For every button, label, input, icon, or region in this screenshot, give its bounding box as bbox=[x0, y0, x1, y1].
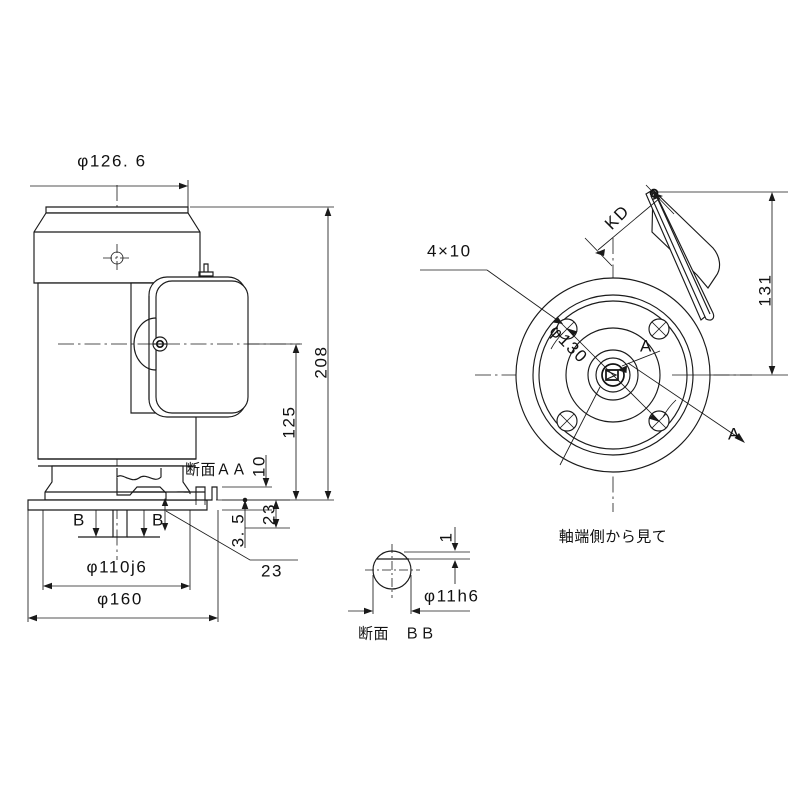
top-cover-plate bbox=[45, 206, 189, 214]
terminal-box-body-upper bbox=[651, 188, 721, 289]
hub-circle bbox=[587, 349, 639, 401]
dim-131-arrow-top bbox=[768, 192, 776, 201]
dim-208-arrow-bot bbox=[324, 491, 332, 500]
label-4x10: 4×10 bbox=[427, 241, 472, 260]
dim-11h6-arrow-r bbox=[411, 607, 420, 615]
shaft-end-view: 4×10 φ130 A A KD bbox=[420, 184, 788, 546]
dim-kd-arrow-a bbox=[595, 249, 605, 256]
section-bb-caption: 断面 ＢＢ bbox=[358, 625, 436, 643]
dim-160-arrow-r bbox=[209, 614, 218, 622]
dim-130-arc-b bbox=[662, 399, 677, 418]
dim-kd-ext-b bbox=[645, 184, 675, 215]
leader-23-text: 23 bbox=[261, 561, 283, 580]
shaft-collar-circle bbox=[595, 357, 631, 393]
side-elevation-view: B B 23 断面ＡＡ φ126. 6 208 125 10 bbox=[27, 151, 334, 622]
section-a-label-top: A bbox=[640, 336, 653, 355]
section-a-arrow-center bbox=[617, 365, 627, 373]
dim-130-arc-a bbox=[550, 332, 564, 350]
section-a-arrow-lower bbox=[734, 433, 745, 443]
dim-35-text: 3. 5 bbox=[228, 513, 247, 548]
dim-110-text: φ110j6 bbox=[87, 557, 148, 576]
dim-110-arrow-l bbox=[43, 582, 52, 590]
dim-160-arrow-l bbox=[28, 614, 37, 622]
dim-kd-line bbox=[597, 197, 661, 251]
dim-kd-ext-a bbox=[584, 237, 613, 267]
leader-23-head-up bbox=[161, 498, 169, 506]
section-bb-detail: 1 φ11h6 断面 ＢＢ bbox=[348, 527, 480, 643]
dim-35-origin-dot bbox=[242, 497, 248, 503]
dim-11h6-arrow-l bbox=[364, 607, 373, 615]
flange-plate bbox=[27, 499, 208, 511]
dim-1-text: 1 bbox=[436, 531, 455, 542]
dim-1-arrow-up bbox=[451, 543, 459, 551]
section-a-line-upper bbox=[621, 350, 661, 367]
bb-arrow-left-head bbox=[92, 528, 100, 537]
dim-23-arrow-top bbox=[272, 500, 280, 509]
leader-23-head-dn bbox=[161, 523, 169, 531]
dim-130-arrow-b bbox=[648, 414, 660, 422]
bolt-hole-tr-x2 bbox=[651, 321, 667, 337]
pilot-register-circle bbox=[565, 327, 661, 423]
dim-131-text: 131 bbox=[755, 273, 774, 306]
section-aa-label: 断面ＡＡ bbox=[185, 461, 247, 479]
leader-4x10-line bbox=[486, 269, 561, 323]
section-a-label-bottom: A bbox=[728, 424, 741, 443]
terminal-stud bbox=[203, 263, 209, 272]
bb-label-left: B bbox=[73, 510, 86, 529]
dim-35-arrow bbox=[241, 500, 249, 509]
terminal-box-seam bbox=[654, 192, 711, 315]
dim-125-arrow-top bbox=[292, 344, 300, 353]
dim-126-text: φ126. 6 bbox=[77, 151, 147, 170]
dim-10-arrow bbox=[262, 478, 270, 487]
dim-130-arrow-a bbox=[566, 328, 578, 336]
bb-label-right: B bbox=[152, 510, 165, 529]
section-aa-break-line bbox=[116, 468, 162, 481]
leader-4x10-arrow bbox=[553, 316, 563, 324]
dim-23-arrow-bot bbox=[272, 519, 280, 528]
terminal-box-end-view bbox=[645, 188, 721, 321]
dim-160-text: φ160 bbox=[97, 589, 143, 608]
dim-kd-text: KD bbox=[601, 201, 633, 233]
dim-125-text: 125 bbox=[279, 405, 298, 438]
dim-208-arrow-top bbox=[324, 207, 332, 216]
dim-23-text: 23 bbox=[259, 503, 278, 525]
dim-10-text: 10 bbox=[249, 455, 268, 477]
section-a-line-lower bbox=[627, 362, 743, 441]
terminal-stud-base bbox=[198, 271, 214, 277]
key-slot-profile bbox=[112, 510, 128, 538]
bb-arrow-right-head bbox=[140, 528, 148, 537]
dim-130-line bbox=[569, 331, 657, 419]
terminal-box-lid-inner bbox=[155, 280, 249, 414]
dim-110-arrow-r bbox=[181, 582, 190, 590]
leader-23-line bbox=[165, 510, 298, 561]
shaft-circle bbox=[601, 363, 625, 387]
section-a-line-tail bbox=[559, 386, 601, 466]
end-view-caption: 軸端側から見て bbox=[559, 528, 668, 546]
dim-131-arrow-bot bbox=[768, 366, 776, 375]
dim-126-arrow bbox=[179, 182, 188, 190]
dim-1-arrow-dn bbox=[451, 560, 459, 568]
dim-208-text: 208 bbox=[311, 345, 330, 378]
bolt-hole-bl-x2 bbox=[559, 413, 575, 429]
dim-11h6-text: φ11h6 bbox=[424, 586, 480, 605]
dim-125-arrow-bot bbox=[292, 491, 300, 500]
